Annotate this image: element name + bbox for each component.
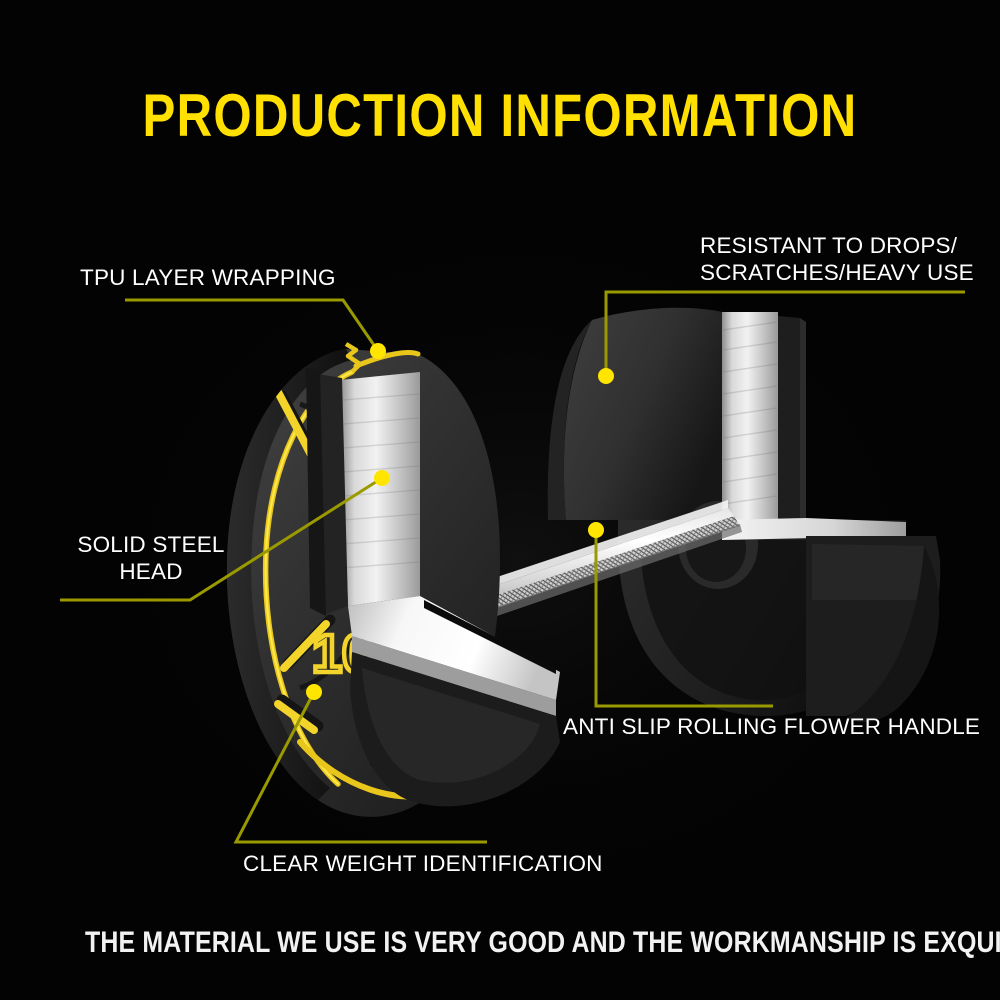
near-head-rim (226, 349, 352, 800)
accent-arc-top (353, 350, 421, 369)
far-head-steel-shelf (722, 518, 906, 540)
callout-label-resistant: RESISTANT TO DROPS/ SCRATCHES/HEAVY USE (700, 233, 974, 286)
handle-bar-highlight (452, 500, 728, 600)
callout-dot-weight[interactable] (306, 684, 322, 700)
far-dumbbell-head (547, 307, 941, 722)
near-head-lower-rubber-face (362, 668, 540, 783)
near-head-slot (424, 600, 556, 674)
leader-line-steel (60, 476, 383, 602)
leader-line-resistant (604, 290, 965, 376)
far-head-steel-plate (722, 312, 778, 520)
callout-dot-resistant[interactable] (598, 368, 614, 384)
near-dumbbell-head: 10 (226, 342, 560, 817)
handle-bar-underside (464, 524, 742, 626)
callout-label-weight: CLEAR WEIGHT IDENTIFICATION (243, 851, 603, 878)
far-head-edge-upper (547, 320, 592, 520)
far-head-right-block-curve (846, 546, 940, 722)
callout-label-handle: ANTI SLIP ROLLING FLOWER HANDLE (563, 714, 980, 741)
page-title: PRODUCTION INFORMATION (142, 82, 858, 149)
callout-label-steel: SOLID STEEL HEAD (56, 532, 246, 585)
callout-leader-lines (60, 290, 965, 844)
near-head-steel-flange (348, 596, 560, 700)
far-head-rubber-right-edge (800, 318, 806, 520)
far-head-rubber-right-sliver (778, 316, 800, 520)
callout-label-tpu-line-1: TPU LAYER WRAPPING (80, 265, 336, 290)
callout-label-steel-line-2: HEAD (119, 558, 183, 584)
near-head-shoulder-left (318, 374, 348, 614)
callout-dot-handle[interactable] (588, 522, 604, 538)
callout-label-resistant-line-1: RESISTANT TO DROPS/ (700, 233, 958, 258)
near-head-shoulder-left-edge (306, 368, 326, 616)
near-head-flange-underside (352, 636, 556, 716)
footer-tagline: THE MATERIAL WE USE IS VERY GOOD AND THE… (85, 926, 1000, 959)
far-plate-brush-lines (722, 321, 778, 505)
callout-label-steel-line-1: SOLID STEEL (77, 532, 225, 557)
callout-dot-tpu[interactable] (370, 343, 386, 359)
callout-label-resistant-line-2: SCRATCHES/HEAVY USE (700, 259, 974, 285)
near-web-brush-lines (341, 393, 420, 569)
leader-line-handle (594, 530, 773, 708)
far-head-rubber-upper (563, 307, 722, 520)
callout-label-handle-line-1: ANTI SLIP ROLLING FLOWER HANDLE (563, 714, 981, 739)
callout-dots (306, 343, 614, 700)
handle-knurl-texture (458, 516, 740, 618)
leader-line-weight (233, 691, 487, 844)
far-head-right-block-face (812, 544, 924, 600)
callout-label-tpu: TPU LAYER WRAPPING (80, 265, 336, 292)
near-head-steel-web (340, 372, 420, 606)
leader-line-tpu (125, 298, 380, 352)
callout-dot-steel[interactable] (374, 470, 390, 486)
callout-label-weight-line-1: CLEAR WEIGHT IDENTIFICATION (243, 851, 603, 876)
